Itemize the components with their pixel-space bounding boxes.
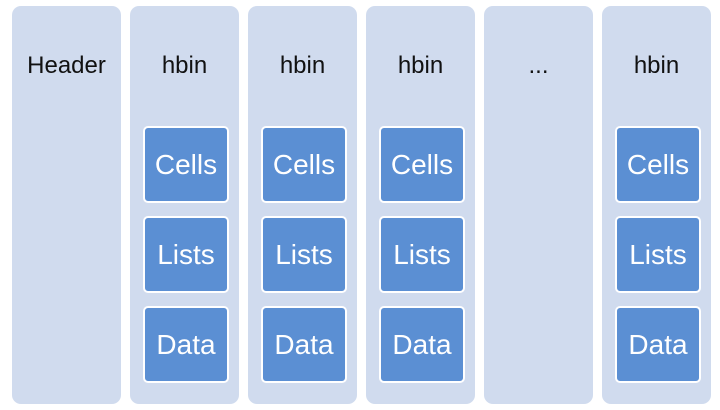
cells-box: Cells	[143, 126, 229, 203]
data-box: Data	[261, 306, 347, 383]
column-hbin-1: hbin Cells Lists Data	[130, 6, 239, 404]
data-box: Data	[615, 306, 701, 383]
column-title: hbin	[161, 52, 208, 79]
column-header: Header	[12, 6, 121, 404]
column-title: hbin	[279, 52, 326, 79]
column-hbin-last: hbin Cells Lists Data	[602, 6, 711, 404]
lists-box: Lists	[379, 216, 465, 293]
lists-box: Lists	[143, 216, 229, 293]
cells-box: Cells	[615, 126, 701, 203]
column-title: hbin	[633, 52, 680, 79]
column-title: ...	[528, 52, 549, 79]
data-box: Data	[379, 306, 465, 383]
lists-box: Lists	[615, 216, 701, 293]
lists-box: Lists	[261, 216, 347, 293]
column-hbin-2: hbin Cells Lists Data	[248, 6, 357, 404]
cells-box: Cells	[379, 126, 465, 203]
column-title: Header	[27, 52, 106, 79]
data-box: Data	[143, 306, 229, 383]
cells-box: Cells	[261, 126, 347, 203]
column-hbin-3: hbin Cells Lists Data	[366, 6, 475, 404]
column-title: hbin	[397, 52, 444, 79]
column-ellipsis: ...	[484, 6, 593, 404]
